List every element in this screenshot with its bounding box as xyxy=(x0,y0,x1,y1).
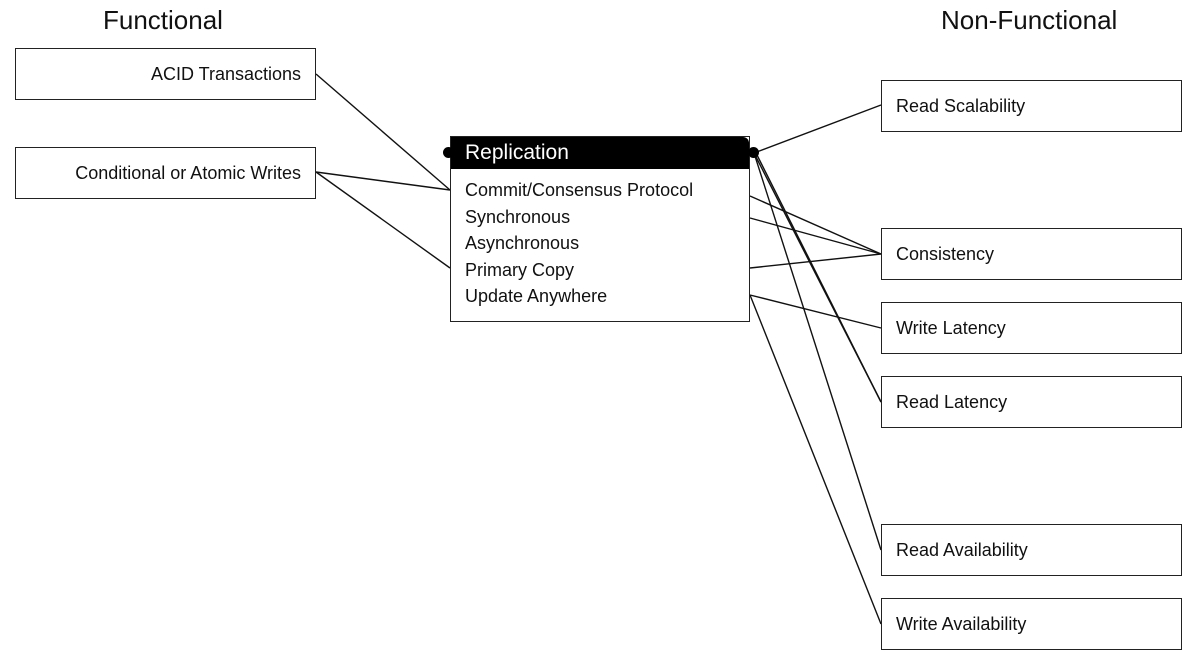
replication-item-update-anywhere: Update Anywhere xyxy=(465,286,608,306)
connector-replication-to-read-availability xyxy=(753,152,882,551)
connector-update-anywhere-to-write-availability xyxy=(749,294,882,625)
replication-item-primary-copy: Primary Copy xyxy=(465,259,575,280)
connector-update-anywhere-to-write-latency xyxy=(749,294,882,329)
write-latency-box: Write Latency xyxy=(881,302,1182,354)
consistency-label: Consistency xyxy=(896,244,995,264)
read-scalability-box: Read Scalability xyxy=(881,80,1182,132)
read-latency-label: Read Latency xyxy=(896,392,1008,412)
write-latency-label: Write Latency xyxy=(896,318,1006,338)
connector-synchronous-to-consistency xyxy=(749,217,882,255)
replication-item-asynchronous: Asynchronous xyxy=(465,233,580,253)
replication-left-connector-dot xyxy=(443,147,454,158)
read-latency-box: Read Latency xyxy=(881,376,1182,428)
conditional-atomic-writes-box: Conditional or Atomic Writes xyxy=(15,147,316,199)
non-functional-heading: Non-Functional xyxy=(941,5,1118,35)
read-availability-label: Read Availability xyxy=(896,540,1028,560)
acid-transactions-box: ACID Transactions xyxy=(15,48,316,100)
connector-acid-to-commit xyxy=(315,73,451,191)
connector-replication-to-read-scalability xyxy=(753,104,882,154)
consistency-box: Consistency xyxy=(881,228,1182,280)
read-scalability-label: Read Scalability xyxy=(896,96,1026,116)
replication-item-commit: Commit/Consensus Protocol xyxy=(465,180,694,200)
replication-items: Commit/Consensus Protocol Synchronous As… xyxy=(451,169,749,310)
connector-replication-to-read-latency-b xyxy=(755,152,882,403)
replication-item-synchronous: Synchronous xyxy=(465,206,571,227)
connector-commit-to-consistency xyxy=(749,195,882,255)
write-availability-label: Write Availability xyxy=(896,614,1027,634)
conditional-atomic-writes-label: Conditional or Atomic Writes xyxy=(75,163,301,183)
write-availability-box: Write Availability xyxy=(881,598,1182,650)
acid-transactions-label: ACID Transactions xyxy=(150,64,301,84)
functional-heading: Functional xyxy=(103,5,223,35)
replication-entity: Replication Commit/Consensus Protocol Sy… xyxy=(450,136,750,322)
replication-title: Replication xyxy=(451,137,749,169)
read-availability-box: Read Availability xyxy=(881,524,1182,576)
replication-right-connector-dot xyxy=(748,147,759,158)
connector-primary-copy-to-consistency xyxy=(749,253,882,269)
connector-conditional-to-primary-copy xyxy=(315,171,451,269)
connector-conditional-to-commit xyxy=(315,171,451,191)
